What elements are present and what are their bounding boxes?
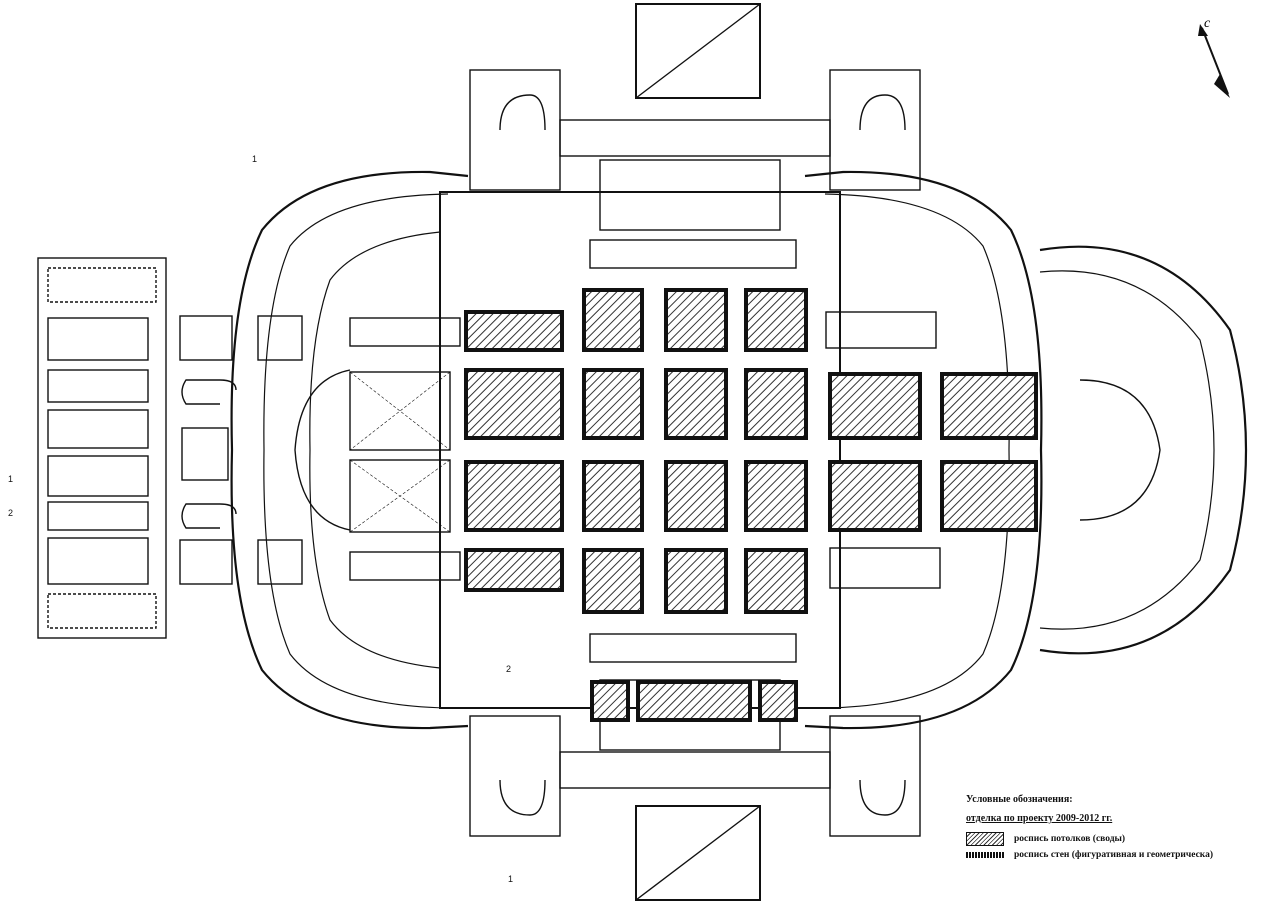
north-arrow: с [1196, 14, 1236, 102]
north-arrow-icon [1198, 24, 1230, 98]
west-annex [37, 257, 167, 639]
east-apse [1039, 245, 1248, 655]
section-mark-top: 1 [252, 154, 257, 164]
legend-subtitle: отделка по проекту 2009-2012 гг. [966, 813, 1113, 824]
legend-item-walls: роспись стен (фигуративная и геометричес… [966, 850, 1266, 860]
hatched-bays [464, 288, 1038, 722]
legend: Условные обозначения: отделка по проекту… [966, 794, 1266, 860]
north-tower [635, 3, 761, 99]
west-curved-wing [230, 170, 469, 730]
central-hall [439, 191, 841, 709]
legend-item-label: роспись стен (фигуративная и геометричес… [1014, 850, 1214, 860]
legend-item-ceiling: роспись потолков (своды) [966, 832, 1266, 846]
section-mark-left-top: 1 [8, 474, 13, 484]
south-tower [635, 805, 761, 901]
hatch-swatch-icon [966, 832, 1004, 846]
section-mark-bottom: 1 [508, 874, 513, 884]
legend-title: Условные обозначения: [966, 794, 1073, 805]
north-letter: с [1204, 16, 1211, 31]
section-mark-left-bottom: 2 [8, 508, 13, 518]
east-curved-wing [804, 170, 1043, 730]
section-mark-center: 2 [506, 664, 511, 674]
legend-item-label: роспись потолков (своды) [1014, 834, 1126, 844]
wall-pattern-icon [966, 852, 1004, 858]
